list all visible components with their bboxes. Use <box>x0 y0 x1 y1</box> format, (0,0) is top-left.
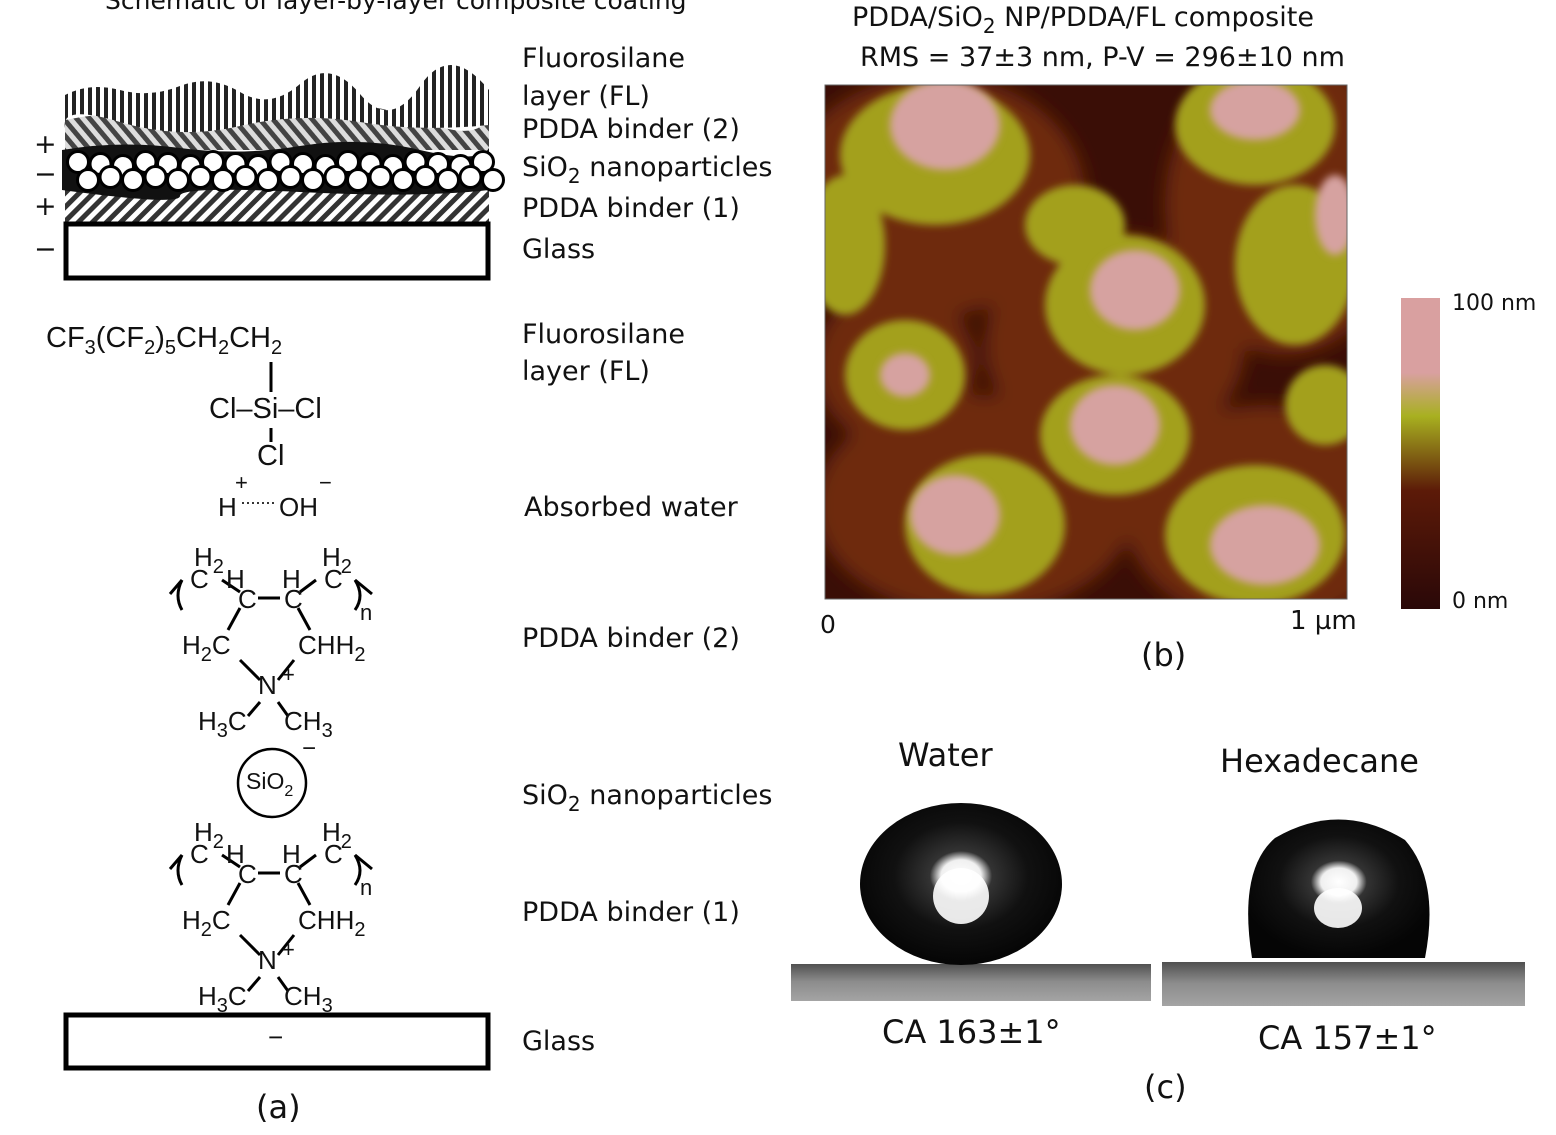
nanoparticle <box>346 168 370 192</box>
nanoparticle <box>301 168 325 192</box>
nanoparticle <box>256 168 280 192</box>
nanoparticle <box>211 168 235 192</box>
water-contact-angle: CA 163±1° <box>882 1013 1061 1051</box>
afm-x-min-label: 0 <box>820 610 836 639</box>
nanoparticle <box>121 168 145 192</box>
nanoparticle <box>278 165 303 189</box>
panel-a-title: Schematic of layer-by-layer composite co… <box>105 0 687 15</box>
stack-label-fl-2: layer (FL) <box>522 81 650 112</box>
nanoparticle <box>413 165 438 189</box>
chem-label-fl-1: Fluorosilane <box>522 319 686 350</box>
nanoparticle <box>481 168 505 192</box>
chem-label-sio2: SiO2 nanoparticles <box>522 780 773 817</box>
fluorosilane-formula: CF3(CF2)5CH2CH2 <box>46 322 283 359</box>
chem-label-pdda2: PDDA binder (2) <box>522 623 740 654</box>
nanoparticle <box>368 165 393 189</box>
stack-label-glass: Glass <box>522 234 596 265</box>
nanoparticle <box>166 168 190 192</box>
nanoparticle <box>76 168 100 192</box>
height-color-scale-bar <box>1401 298 1440 609</box>
hexadecane-droplet-label: Hexadecane <box>1220 742 1419 780</box>
pdda-bonds-1 <box>168 853 373 992</box>
nanoparticle <box>233 165 258 189</box>
sio2-circle-charge: − <box>302 735 317 762</box>
glass-charge: − <box>268 1022 284 1052</box>
nanoparticle <box>391 168 415 192</box>
stack-label-pdda1: PDDA binder (1) <box>522 193 740 224</box>
panel-b-tag: (b) <box>1141 636 1187 674</box>
charge-minus-2: − <box>34 234 57 265</box>
nanoparticle <box>323 165 348 189</box>
charge-plus-1: + <box>34 129 57 160</box>
nanoparticle <box>188 165 213 189</box>
water-droplet-image <box>791 803 1151 1001</box>
sio2-circle-text: SiO2 <box>246 768 294 800</box>
panel-a-tag: (a) <box>256 1088 301 1126</box>
nanoparticle <box>336 150 360 174</box>
charge-minus-1: − <box>34 159 57 190</box>
panel-b-title-line2: RMS = 37±3 nm, P-V = 296±10 nm <box>860 42 1345 73</box>
scale-min-label: 0 nm <box>1452 589 1509 614</box>
chem-label-water: Absorbed water <box>524 492 738 523</box>
nanoparticle <box>98 165 123 189</box>
stack-label-fl-1: Fluorosilane <box>522 43 686 74</box>
afm-x-max-label: 1 µm <box>1290 606 1357 636</box>
sio2-nanoparticle-cluster <box>62 141 505 200</box>
nanoparticle <box>471 150 495 174</box>
silicon-chloride-row: Cl–Si–Cl <box>209 393 322 425</box>
bottom-chlorine: Cl <box>257 440 285 472</box>
nanoparticle <box>143 165 168 189</box>
water-h-plus: H+ <box>218 470 248 522</box>
panel-b-title-line1: PDDA/SiO2 NP/PDDA/FL composite <box>852 2 1314 38</box>
afm-height-map <box>825 85 1347 599</box>
afm-topography-image <box>825 85 1347 599</box>
water-oh-minus: OH− <box>279 470 332 522</box>
water-hydrogen-bond: ······· <box>240 492 276 512</box>
glass-substrate <box>63 221 491 281</box>
charge-plus-2: + <box>34 191 57 222</box>
hexadecane-droplet-image <box>1162 819 1525 1006</box>
hexadecane-contact-angle: CA 157±1° <box>1258 1019 1437 1057</box>
panel-c-tag: (c) <box>1144 1068 1187 1106</box>
pdda-bonds-2 <box>168 578 373 717</box>
fluorosilane-layer <box>64 64 489 133</box>
nanoparticle <box>436 168 460 192</box>
nanoparticle <box>66 150 90 174</box>
chem-label-pdda1: PDDA binder (1) <box>522 897 740 928</box>
chem-label-fl-2: layer (FL) <box>522 356 650 387</box>
scale-max-label: 100 nm <box>1452 291 1537 316</box>
nanoparticle <box>201 150 225 174</box>
stack-label-sio2: SiO2 nanoparticles <box>522 152 773 189</box>
stack-label-pdda2: PDDA binder (2) <box>522 114 740 145</box>
nanoparticle <box>458 165 483 189</box>
chem-label-glass: Glass <box>522 1026 596 1057</box>
water-droplet-label: Water <box>898 736 993 774</box>
